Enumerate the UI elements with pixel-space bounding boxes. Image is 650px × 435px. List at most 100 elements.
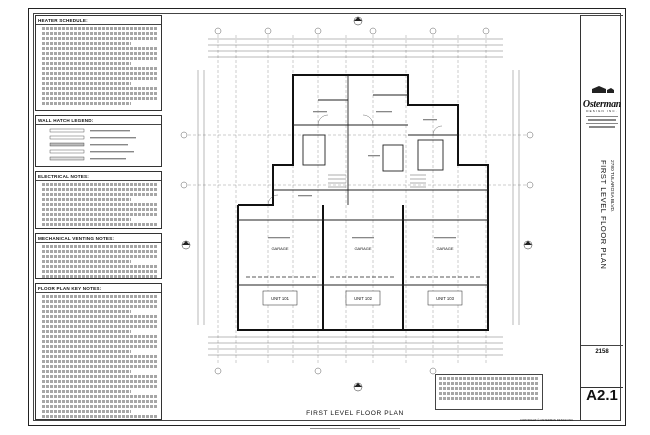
plan-title-underline xyxy=(310,428,400,429)
note-text-line xyxy=(42,52,157,55)
note-text-line xyxy=(42,72,157,75)
unit-102-garage-label: GARAGE xyxy=(354,246,371,251)
note-text-line xyxy=(42,389,131,393)
note-text-line xyxy=(42,340,157,343)
note-text-line xyxy=(42,335,157,338)
note-text-line xyxy=(42,245,157,248)
note-text-line xyxy=(42,350,131,353)
stairs xyxy=(328,174,426,188)
note-text-line xyxy=(42,208,157,211)
note-text-line xyxy=(42,87,157,90)
note-text-line xyxy=(42,384,157,388)
wall-hatch-swatches xyxy=(49,128,136,161)
section-marker-fills xyxy=(182,17,532,387)
note-text-line xyxy=(42,399,157,403)
note-text-line xyxy=(42,77,157,80)
floor-plan-key-notes-box: FLOOR PLAN KEY NOTES: xyxy=(35,283,162,420)
floor-plan-key-notes-lines xyxy=(36,295,161,418)
note-text-line xyxy=(42,42,131,45)
note-text-line xyxy=(42,374,157,378)
grid-bubbles xyxy=(180,27,534,375)
exterior-walls xyxy=(237,74,489,331)
project-address: 2780 TULAROSA BLVD. xyxy=(609,160,614,213)
room-annotations xyxy=(268,111,456,239)
wall-hatch-legend-box: WALL HATCH LEGEND: xyxy=(35,115,162,167)
note-text-line xyxy=(42,183,157,186)
heater-schedule-box: HEATER SCHEDULE: xyxy=(35,15,162,111)
note-text-line xyxy=(42,223,157,226)
electrical-notes-box: ELECTRICAL NOTES: xyxy=(35,171,162,229)
note-text-line xyxy=(42,27,157,30)
floor-plan-key-notes-title: FLOOR PLAN KEY NOTES: xyxy=(36,284,161,293)
job-number: 2158 xyxy=(595,348,609,355)
sheet-number: A2.1 xyxy=(586,387,618,404)
drawing-sheet-inner-border xyxy=(33,13,621,421)
note-text-line xyxy=(42,364,157,368)
note-text-line xyxy=(42,188,157,191)
unit-103-label: UNIT 103 xyxy=(436,296,455,301)
unit-label-boxes xyxy=(262,290,463,306)
title-block: Osterman DESIGN INC. FIRST LEVEL FLOOR P… xyxy=(580,15,623,420)
note-text-line xyxy=(42,203,157,206)
note-text-line xyxy=(42,270,157,273)
brand-name: Osterman xyxy=(582,99,622,110)
note-text-line xyxy=(42,47,157,50)
note-text-line xyxy=(42,394,157,398)
electrical-notes-title: ELECTRICAL NOTES: xyxy=(36,172,161,181)
note-text-line xyxy=(42,91,157,95)
drawing-sheet-border xyxy=(28,8,626,426)
job-number-row: 2158 xyxy=(581,345,623,359)
note-text-line xyxy=(42,305,157,308)
logo-house-icon xyxy=(592,86,614,93)
note-text-line xyxy=(42,96,157,100)
wall-hatch-legend-title: WALL HATCH LEGEND: xyxy=(36,116,161,125)
note-text-line xyxy=(42,198,131,201)
grid-lines xyxy=(188,35,528,365)
note-text-line xyxy=(42,62,131,65)
note-text-line xyxy=(42,295,157,298)
note-text-line xyxy=(42,345,157,348)
unit-101-garage-label: GARAGE xyxy=(271,246,288,251)
note-text-line xyxy=(42,359,157,363)
note-text-line xyxy=(42,275,157,278)
note-text-line xyxy=(42,67,157,70)
note-text-line xyxy=(42,101,131,105)
title-block-stamp-area xyxy=(581,15,623,75)
note-text-line xyxy=(42,404,157,408)
note-text-line xyxy=(42,414,157,418)
note-text-line xyxy=(42,409,131,413)
note-text-line xyxy=(42,255,157,258)
note-text-line xyxy=(42,300,157,303)
company-address xyxy=(580,116,624,128)
floor-plan-drawing: UNIT 101 UNIT 102 UNIT 103 GARAGE GARAGE… xyxy=(180,16,534,392)
note-text-line xyxy=(42,355,157,358)
copyright-text: COPYRIGHT © OSTERMAN DESIGN INC. xyxy=(520,418,574,422)
note-text-line xyxy=(42,310,131,313)
note-text-line xyxy=(42,260,131,263)
note-text-line xyxy=(42,265,157,268)
note-text-line xyxy=(42,330,131,333)
mechanical-notes-lines xyxy=(36,245,161,278)
sheet-title: FIRST LEVEL FLOOR PLAN xyxy=(599,160,608,270)
note-text-line xyxy=(42,315,157,318)
note-text-line xyxy=(42,320,157,323)
note-text-line xyxy=(42,37,157,40)
mechanical-venting-notes-box: MECHANICAL VENTING NOTES: xyxy=(35,233,162,279)
note-text-line xyxy=(42,32,157,35)
note-text-line xyxy=(42,82,131,85)
notes-column: HEATER SCHEDULE: WALL HATCH LEGEND: ELEC… xyxy=(35,15,165,420)
interior-walls xyxy=(238,75,488,286)
sheet-number-block: A2.1 xyxy=(581,387,623,421)
general-notes-area xyxy=(435,374,543,410)
electrical-notes-lines xyxy=(36,183,161,226)
sheet-title-vertical: FIRST LEVEL FLOOR PLAN 2780 TULAROSA BLV… xyxy=(585,160,621,280)
note-text-line xyxy=(42,250,157,253)
brand-subtitle: DESIGN INC. xyxy=(586,109,618,113)
note-text-line xyxy=(42,57,157,60)
door-swings xyxy=(267,114,443,206)
mechanical-venting-notes-title: MECHANICAL VENTING NOTES: xyxy=(36,234,161,243)
unit-102-label: UNIT 102 xyxy=(354,296,373,301)
unit-101-label: UNIT 101 xyxy=(271,296,290,301)
note-text-line xyxy=(42,379,157,383)
heater-schedule-lines xyxy=(36,27,161,105)
